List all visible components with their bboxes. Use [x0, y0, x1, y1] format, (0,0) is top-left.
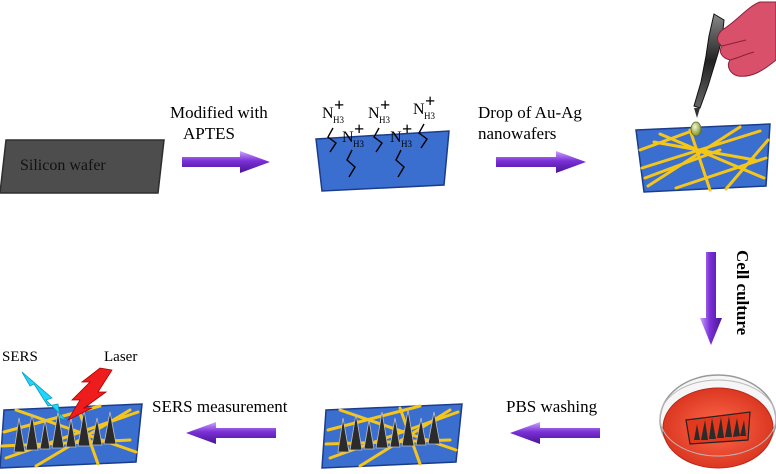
sers-signal-bolt — [21, 371, 67, 421]
amine-n: N — [322, 105, 334, 122]
arrow-sers-measurement — [186, 422, 276, 444]
aptes-linker-chains — [327, 123, 428, 178]
amine-h3: H3 — [333, 115, 344, 125]
nanowafers-label: nanowafers — [478, 124, 557, 143]
amine-n: N — [342, 129, 354, 146]
amine-h3: H3 — [379, 115, 390, 125]
aptes-substrate — [315, 130, 450, 192]
laser-bolt — [66, 367, 113, 421]
silicon-wafer-label: Silicon wafer — [20, 157, 106, 174]
modified-with-label: Modified with — [170, 103, 268, 122]
amine-plus: + — [380, 95, 391, 115]
amine-h3: H3 — [424, 111, 435, 121]
amine-h3: H3 — [401, 139, 412, 149]
amine-plus: + — [402, 119, 413, 139]
laser-label: Laser — [104, 349, 138, 365]
aptes-label: APTES — [183, 124, 235, 143]
amine-plus: + — [425, 91, 436, 111]
cell-culture-label: Cell culture — [733, 250, 752, 336]
amine-n: N — [413, 101, 425, 118]
culture-dish — [659, 374, 776, 469]
amine-h3: H3 — [353, 139, 364, 149]
cells-in-dish — [694, 416, 746, 440]
amine-n: N — [390, 129, 402, 146]
drop-au-ag-label: Drop of Au-Ag — [478, 103, 582, 122]
amine-n: N — [368, 105, 380, 122]
arrow-pbs-washing — [510, 422, 600, 444]
pbs-washing-label: PBS washing — [506, 397, 598, 416]
amine-plus: + — [354, 119, 365, 139]
silicon-wafer — [0, 139, 165, 194]
arrow-modify — [182, 151, 270, 173]
amine-plus: + — [334, 95, 345, 115]
arrow-drop — [496, 151, 586, 173]
measurement-cells — [13, 409, 117, 453]
hand-pipette — [690, 1, 776, 137]
au-ag-nanowires — [638, 125, 770, 192]
sers-measurement-label: SERS measurement — [152, 397, 288, 416]
washed-cells — [337, 409, 441, 453]
arrow-cell-culture — [700, 252, 722, 345]
sers-label: SERS — [2, 349, 38, 365]
